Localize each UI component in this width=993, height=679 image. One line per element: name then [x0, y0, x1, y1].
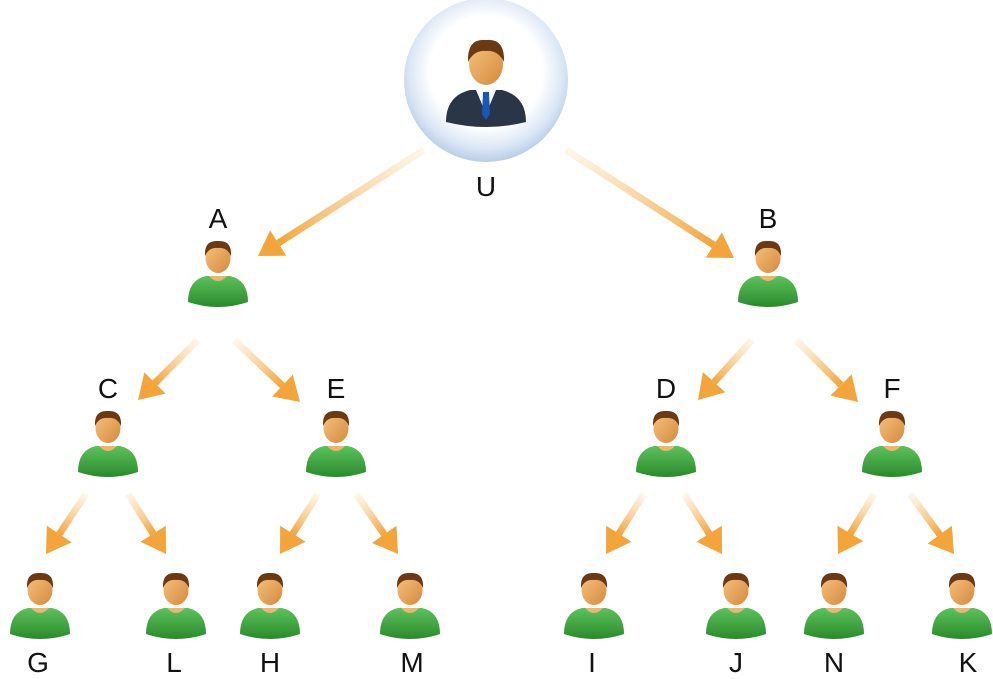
- arrow-shaft: [615, 492, 647, 536]
- node-label-f: F: [883, 373, 900, 404]
- arrow-a-e: [231, 337, 300, 402]
- node-label-m: M: [400, 647, 423, 678]
- arrow-head: [927, 525, 954, 554]
- arrow-b-d: [698, 337, 755, 400]
- arrow-e-m: [353, 491, 398, 554]
- level3-nodes: G L H M I J N K: [10, 572, 992, 678]
- arrow-e-h: [280, 492, 321, 554]
- arrow-head: [837, 525, 864, 554]
- arrow-head: [606, 525, 632, 554]
- arrow-f-k: [907, 491, 954, 554]
- arrow-shaft: [353, 491, 388, 537]
- node-label-b: B: [759, 203, 778, 234]
- node-label-h: H: [260, 647, 280, 678]
- arrow-shaft: [711, 337, 755, 385]
- arrow-shaft: [564, 147, 716, 248]
- arrow-head: [371, 525, 398, 554]
- person-icon-k: [932, 572, 992, 639]
- arrow-d-j: [681, 492, 722, 554]
- arrow-head: [272, 374, 300, 402]
- arrow-head: [705, 232, 735, 259]
- arrow-u-a: [257, 147, 426, 257]
- arrow-c-g: [46, 492, 89, 554]
- person-icon-c: [78, 410, 138, 477]
- node-label-root: U: [476, 171, 496, 202]
- node-label-l: L: [166, 647, 182, 678]
- arrow-b-f: [793, 337, 858, 402]
- person-icon-g: [10, 572, 70, 639]
- person-icon-i: [564, 572, 624, 639]
- arrow-shaft: [289, 492, 321, 536]
- person-icon-l: [146, 572, 206, 639]
- person-icon-f: [862, 410, 922, 477]
- arrow-shaft: [125, 492, 157, 536]
- person-icon-n: [804, 572, 864, 639]
- arrow-connectors: [46, 147, 954, 554]
- level2-nodes: C E D F: [78, 373, 922, 477]
- node-label-g: G: [27, 647, 49, 678]
- node-label-a: A: [209, 203, 228, 234]
- arrow-u-b: [564, 147, 735, 259]
- node-label-e: E: [327, 373, 346, 404]
- person-icon-b: [738, 240, 798, 307]
- arrow-head: [138, 372, 166, 400]
- arrow-head: [698, 372, 726, 400]
- arrow-head: [140, 525, 166, 554]
- node-label-k: K: [959, 647, 978, 678]
- arrow-shaft: [681, 492, 713, 536]
- person-icon-e: [306, 410, 366, 477]
- person-icon-d: [636, 410, 696, 477]
- node-label-c: C: [98, 373, 118, 404]
- root-node: U: [404, 0, 568, 202]
- arrow-head: [830, 374, 858, 402]
- arrow-head: [280, 525, 306, 554]
- person-icon-j: [706, 572, 766, 639]
- arrow-head: [696, 525, 722, 554]
- arrow-c-l: [125, 492, 166, 554]
- arrow-d-i: [606, 492, 647, 554]
- arrow-head: [46, 525, 72, 554]
- arrow-shaft: [56, 492, 89, 536]
- person-icon-h: [240, 572, 300, 639]
- node-label-d: D: [656, 373, 676, 404]
- node-label-n: N: [824, 647, 844, 678]
- arrow-shaft: [847, 492, 878, 536]
- arrow-shaft: [907, 491, 943, 537]
- person-icon-m: [380, 572, 440, 639]
- arrow-shaft: [231, 337, 285, 389]
- node-label-j: J: [729, 647, 743, 678]
- person-icon-a: [188, 240, 248, 307]
- arrow-f-n: [837, 492, 878, 554]
- businessman-icon: [446, 39, 526, 127]
- node-label-i: I: [588, 647, 596, 678]
- arrow-shaft: [276, 147, 426, 247]
- arrow-a-c: [138, 337, 201, 400]
- arrow-shaft: [152, 337, 201, 386]
- arrow-shaft: [793, 337, 844, 388]
- arrow-head: [257, 230, 287, 257]
- level1-nodes: A B: [188, 203, 798, 307]
